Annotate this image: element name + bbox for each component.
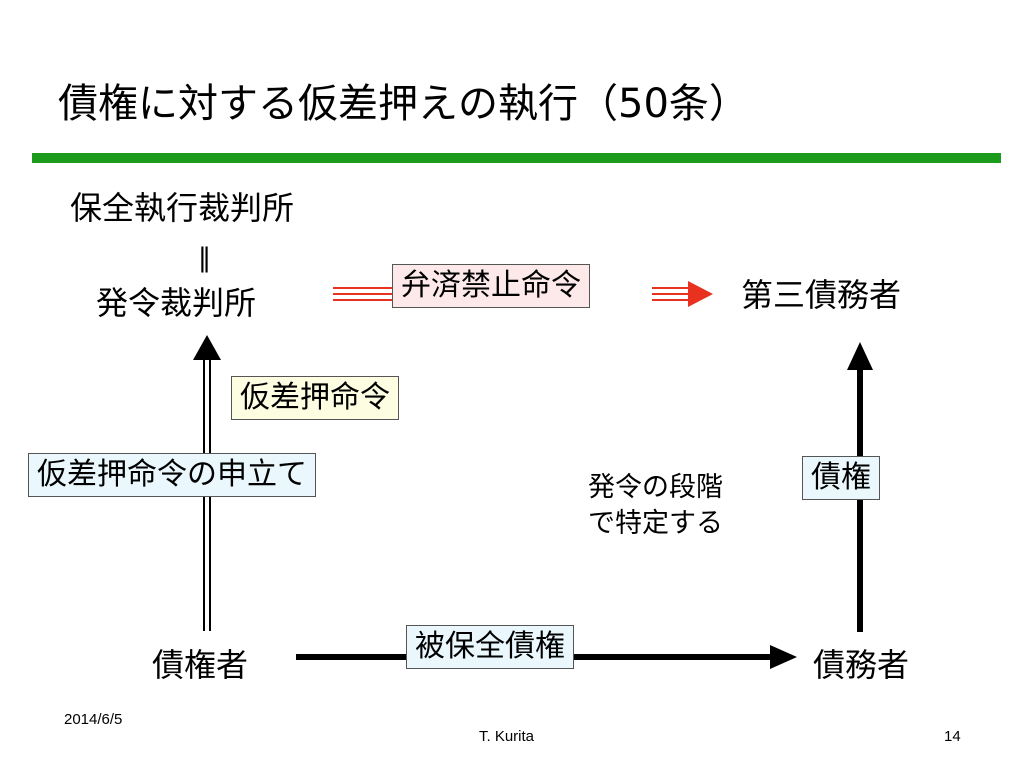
claim-box: 債権 [802,456,880,500]
note-line-2: で特定する [588,508,723,539]
footer-date: 2014/6/5 [64,711,123,728]
claim-arrow [847,342,873,632]
secured-claim-box: 被保全債権 [406,625,574,669]
provisional-seizure-order-box: 仮差押命令 [231,376,399,420]
footer-author: T. Kurita [479,728,535,745]
node-enforcement-court: 保全執行裁判所 [70,189,295,227]
footer-page-number: 14 [944,728,961,745]
petition-arrowhead [193,335,221,360]
identification-note: 発令の段階 で特定する [588,470,788,542]
claim-arrowhead [847,342,873,370]
red-arrowhead [688,281,713,307]
title-divider [32,153,1001,163]
petition-box: 仮差押命令の申立て [28,453,316,497]
node-creditor: 債権者 [152,646,249,684]
node-debtor: 債務者 [813,646,910,684]
note-line-1: 発令の段階 [588,472,723,503]
equals-symbol: ‖ [198,243,211,273]
node-issuing-court: 発令裁判所 [96,284,257,322]
secured-claim-arrowhead [770,645,797,669]
node-third-debtor: 第三債務者 [741,276,902,314]
red-order-arrow [333,281,713,307]
payment-prohibition-order-box: 弁済禁止命令 [392,264,590,308]
slide-title: 債権に対する仮差押えの執行（50条） [58,81,749,127]
